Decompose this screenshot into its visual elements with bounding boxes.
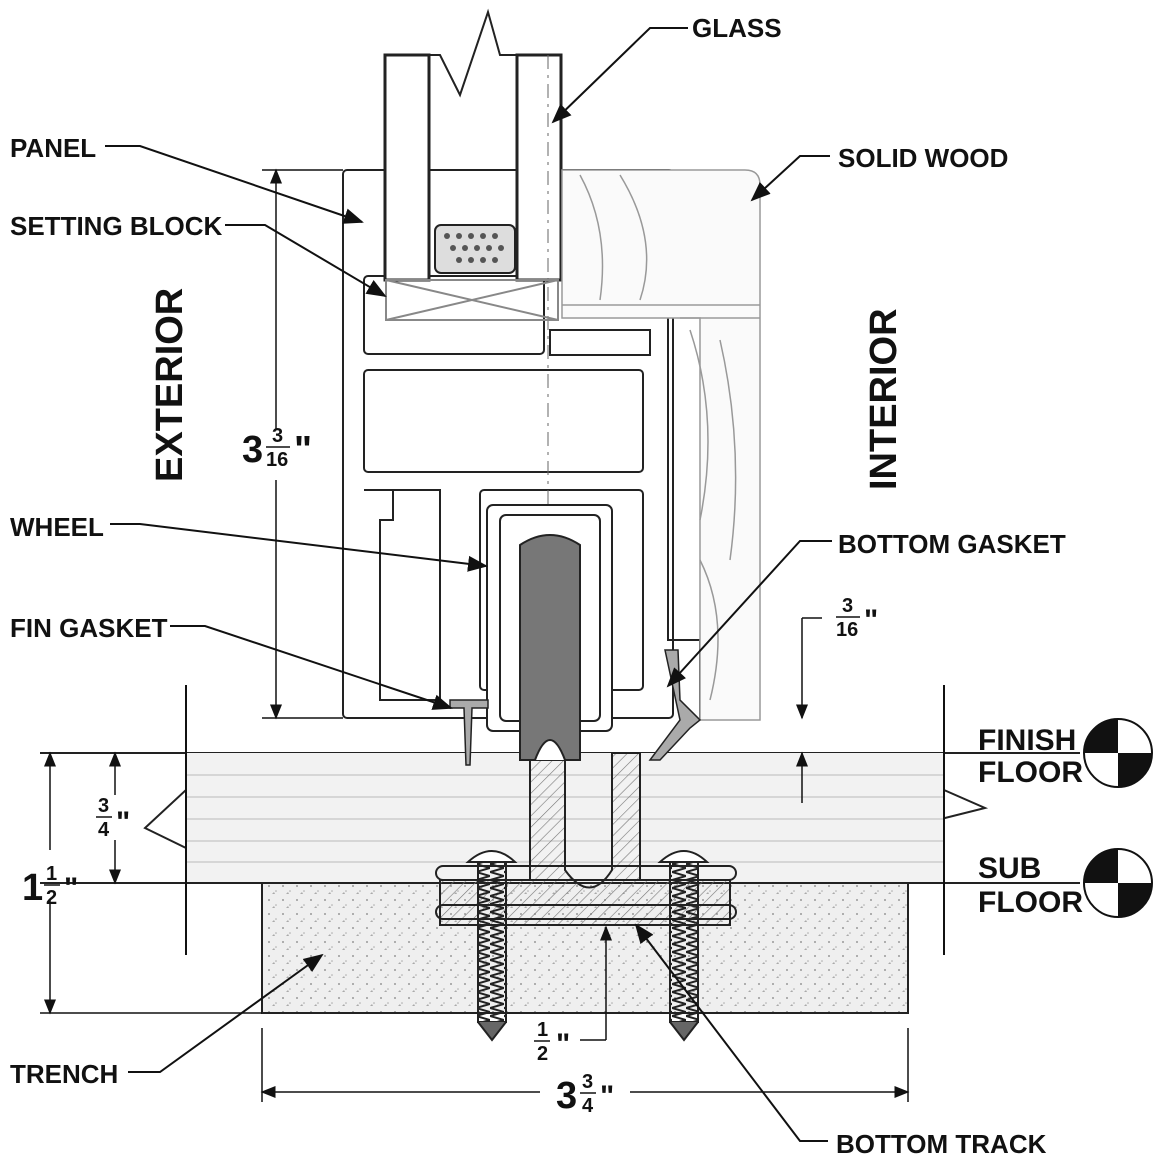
dim-recess-num: 1 [537, 1019, 548, 1041]
bottom-track [439, 752, 731, 926]
dim-panel-height-num: 3 [272, 425, 283, 447]
dim-width-unit: " [600, 1080, 614, 1113]
setting-block [385, 279, 559, 321]
dim-width-whole: 3 [556, 1075, 577, 1117]
wheel [486, 504, 613, 761]
label-glass: GLASS [692, 13, 782, 43]
dim-recess-den: 2 [537, 1043, 548, 1065]
bottom-gasket [648, 649, 702, 761]
leader-bottom-track [634, 923, 828, 1142]
dim-floor-unit: " [116, 806, 130, 839]
dim-floor-den: 4 [98, 819, 110, 841]
dim-panel-height-whole: 3 [242, 429, 263, 471]
label-panel: PANEL [10, 133, 96, 163]
leader-fin-gasket [170, 625, 453, 710]
label-finish-floor-2: FLOOR [978, 756, 1083, 789]
leader-wheel [110, 523, 488, 572]
solid-wood [561, 169, 761, 721]
dim-depth-num: 1 [46, 863, 57, 885]
label-trench: TRENCH [10, 1059, 118, 1089]
label-sub-floor-2: FLOOR [978, 886, 1083, 919]
dim-floor-num: 3 [98, 795, 109, 817]
leader-solid-wood [750, 155, 830, 202]
dim-gap-den: 16 [836, 619, 858, 641]
dim-depth-unit: " [64, 872, 78, 905]
leader-panel [105, 145, 364, 224]
label-bottom-gasket: BOTTOM GASKET [838, 529, 1066, 559]
dim-gap-unit: " [864, 604, 878, 637]
label-wheel: WHEEL [10, 512, 104, 542]
sub-floor-symbol [1083, 848, 1153, 918]
label-setting-block: SETTING BLOCK [10, 211, 223, 241]
label-fin-gasket: FIN GASKET [10, 613, 168, 643]
leader-glass [551, 27, 688, 124]
dim-panel-height-den: 16 [266, 449, 288, 471]
screw-right [657, 850, 710, 1042]
leader-bottom-gasket [666, 540, 832, 688]
screw-left [465, 850, 518, 1042]
dim-recess-unit: " [556, 1028, 570, 1061]
leader-setting-block [225, 224, 387, 298]
label-exterior: EXTERIOR [149, 288, 191, 482]
dim-panel-height-unit: " [294, 429, 312, 471]
dim-depth-den: 2 [46, 887, 57, 909]
label-finish-floor-1: FINISH [978, 724, 1076, 757]
label-interior: INTERIOR [863, 308, 905, 490]
dim-width-num: 3 [582, 1071, 593, 1093]
label-bottom-track: BOTTOM TRACK [836, 1129, 1047, 1159]
fin-gasket [449, 699, 489, 766]
finish-floor-symbol [1083, 718, 1153, 788]
label-solid-wood: SOLID WOOD [838, 143, 1008, 173]
dim-gap-num: 3 [842, 595, 853, 617]
label-sub-floor-1: SUB [978, 852, 1041, 885]
dim-width-den: 4 [582, 1095, 594, 1117]
leader-trench [128, 953, 324, 1073]
dim-depth-whole: 1 [22, 867, 43, 909]
